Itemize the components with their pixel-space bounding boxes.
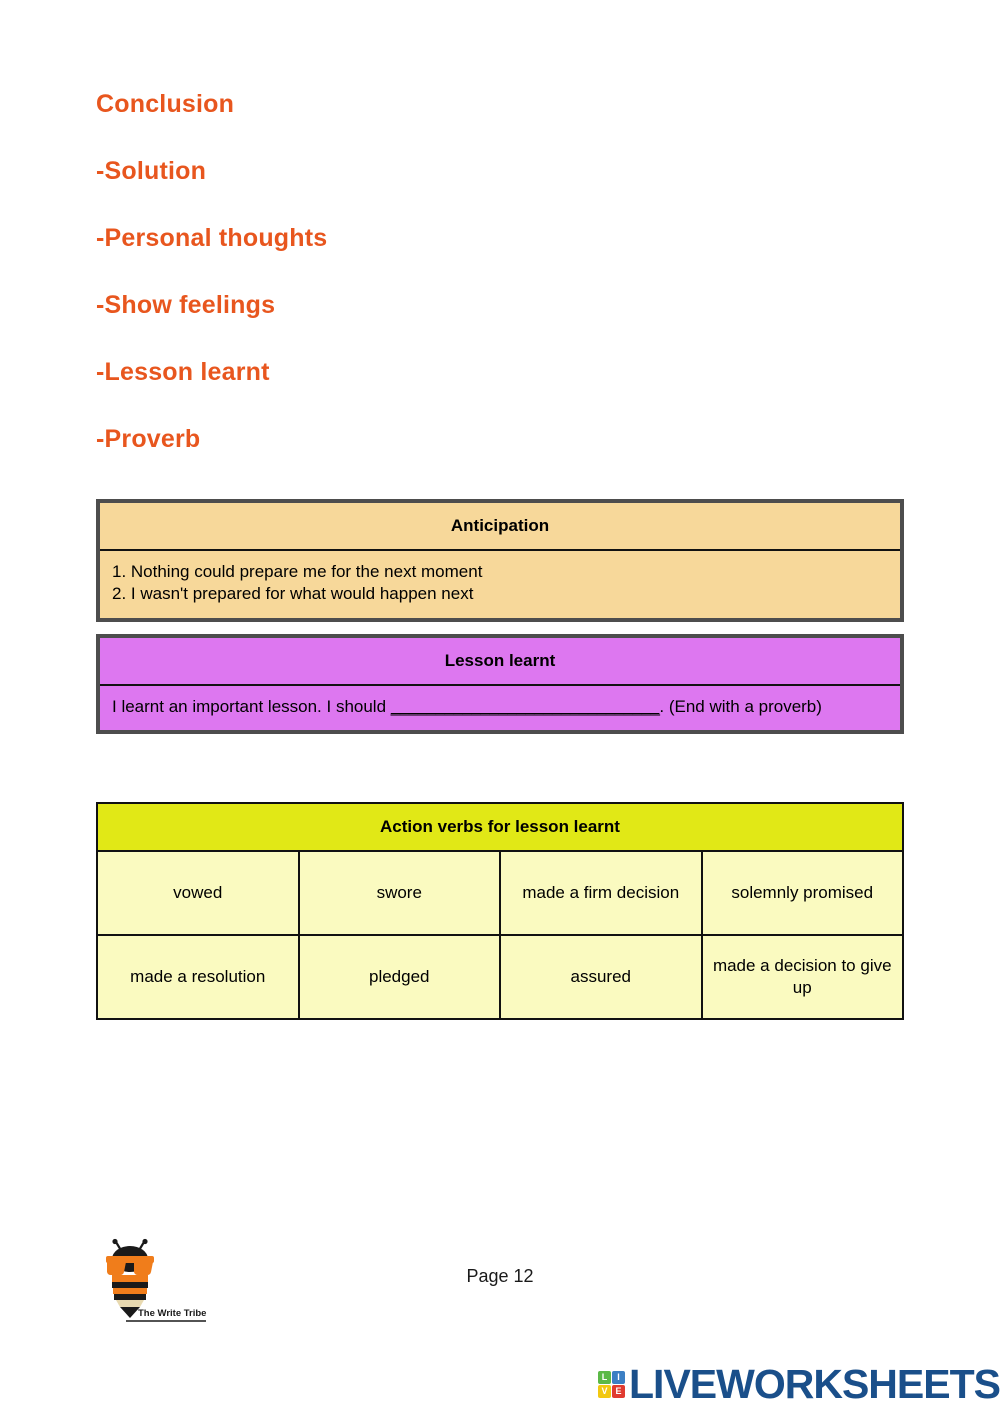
action-verbs-table: Action verbs for lesson learnt vowed swo…: [96, 802, 904, 1020]
heading-conclusion: Conclusion: [96, 90, 235, 118]
action-verb-cell: made a decision to give up: [700, 934, 904, 1020]
heading-proverb: -Proverb: [96, 425, 201, 453]
page-number: Page 12: [466, 1266, 534, 1286]
lesson-learnt-table: Lesson learnt I learnt an important less…: [96, 634, 904, 735]
heading-personal-thoughts: -Personal thoughts: [96, 224, 328, 252]
heading-solution: -Solution: [96, 157, 207, 185]
conclusion-outline-list: Conclusion -Solution -Personal thoughts …: [96, 92, 916, 452]
lw-letter-i: I: [612, 1371, 626, 1384]
lesson-learnt-sentence: I learnt an important lesson. I should _…: [112, 696, 888, 718]
action-verb-cell: pledged: [297, 934, 501, 1020]
anticipation-item-1: 1. Nothing could prepare me for the next…: [112, 562, 483, 581]
anticipation-table-body: 1. Nothing could prepare me for the next…: [100, 551, 900, 618]
action-verb-cell: solemnly promised: [700, 850, 904, 936]
lw-letter-l: L: [598, 1371, 612, 1384]
heading-show-feelings: -Show feelings: [96, 291, 276, 319]
write-tribe-wordmark: The Write Tribe: [138, 1308, 206, 1319]
action-verbs-thead: Action verbs for lesson learnt: [96, 802, 904, 852]
lesson-learnt-table-body: I learnt an important lesson. I should _…: [100, 686, 900, 731]
liveworksheets-wordmark: LIVEWORKSHEETS: [629, 1361, 1000, 1407]
table-row: vowed swore made a firm decision solemnl…: [96, 850, 904, 936]
action-verb-cell: vowed: [96, 850, 300, 936]
lesson-learnt-table-header: Lesson learnt: [100, 638, 900, 686]
lesson-learnt-text-before: I learnt an important lesson. I should: [112, 697, 391, 716]
anticipation-table-header: Anticipation: [100, 503, 900, 551]
liveworksheets-logo: L I V E LIVEWORKSHEETS: [598, 1364, 1000, 1405]
liveworksheets-grid-icon: L I V E: [598, 1371, 626, 1398]
action-verbs-tbody: vowed swore made a firm decision solemnl…: [96, 850, 904, 1020]
table-row: made a resolution pledged assured made a…: [96, 934, 904, 1020]
lw-letter-v: V: [598, 1385, 612, 1398]
lesson-learnt-text-after: . (End with a proverb): [659, 697, 822, 716]
write-tribe-logo: The Write Tribe: [94, 1238, 214, 1330]
lesson-learnt-blank-input[interactable]: ______________________________: [390, 697, 660, 716]
action-verbs-table-header: Action verbs for lesson learnt: [96, 802, 904, 852]
action-verb-cell: assured: [499, 934, 703, 1020]
action-verb-cell: swore: [297, 850, 501, 936]
anticipation-item-2: 2. I wasn't prepared for what would happ…: [112, 584, 474, 604]
anticipation-table: Anticipation 1. Nothing could prepare me…: [96, 499, 904, 622]
heading-lesson-learnt: -Lesson learnt: [96, 358, 270, 386]
table-row: Action verbs for lesson learnt: [96, 802, 904, 852]
lw-letter-e: E: [612, 1385, 626, 1398]
action-verb-cell: made a firm decision: [499, 850, 703, 936]
action-verb-cell: made a resolution: [96, 934, 300, 1020]
bee-icon: The Write Tribe: [106, 1238, 206, 1322]
